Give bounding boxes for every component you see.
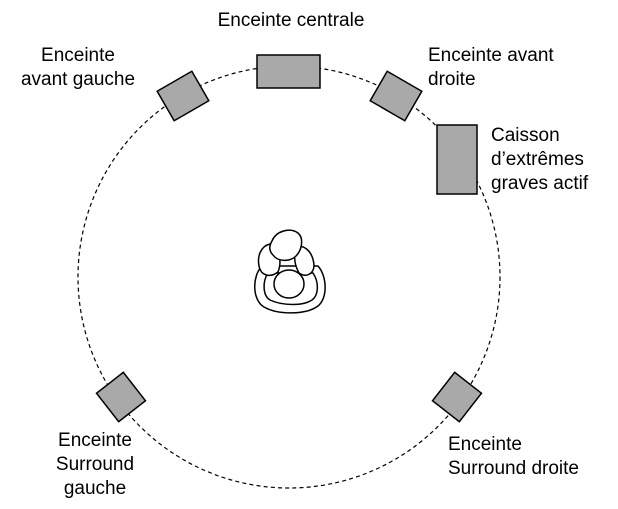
- surround-right-speaker: [431, 371, 483, 423]
- label-front-right-line-2: droite: [428, 69, 476, 90]
- label-front-right-line-1: Enceinte avant: [428, 45, 554, 66]
- label-surround-left-line-3: gauche: [63, 478, 127, 499]
- label-surround-right-line-1: Enceinte: [448, 434, 522, 455]
- label-surround-right-line-2: Surround droite: [448, 458, 579, 479]
- label-surround-left-line-1: Enceinte: [58, 430, 132, 451]
- label-surround-right-speaker: Enceinte Surround droite: [448, 433, 613, 481]
- label-subwoofer-line-3: graves actif: [491, 173, 589, 194]
- label-front-left-line-1: Enceinte: [41, 45, 115, 66]
- label-subwoofer-line-1: Caisson: [491, 125, 560, 146]
- label-subwoofer: Caisson d’extrêmes graves actif: [491, 124, 615, 196]
- label-center-line-1: Enceinte centrale: [217, 10, 365, 31]
- label-subwoofer-line-2: d’extrêmes: [491, 149, 584, 170]
- front-right-speaker: [369, 70, 423, 122]
- label-front-right-speaker: Enceinte avant droite: [428, 44, 588, 92]
- label-front-left-line-2: avant gauche: [20, 69, 136, 90]
- label-front-left-speaker: Enceinte avant gauche: [3, 44, 153, 92]
- center-speaker: [256, 54, 321, 89]
- label-center-speaker: Enceinte centrale: [196, 9, 386, 33]
- label-surround-left-speaker: Enceinte Surround gauche: [30, 429, 160, 501]
- listener-icon: [254, 229, 326, 314]
- subwoofer: [436, 124, 478, 195]
- label-surround-left-line-2: Surround: [55, 454, 135, 475]
- front-left-speaker: [156, 70, 210, 122]
- surround-left-speaker: [95, 371, 147, 423]
